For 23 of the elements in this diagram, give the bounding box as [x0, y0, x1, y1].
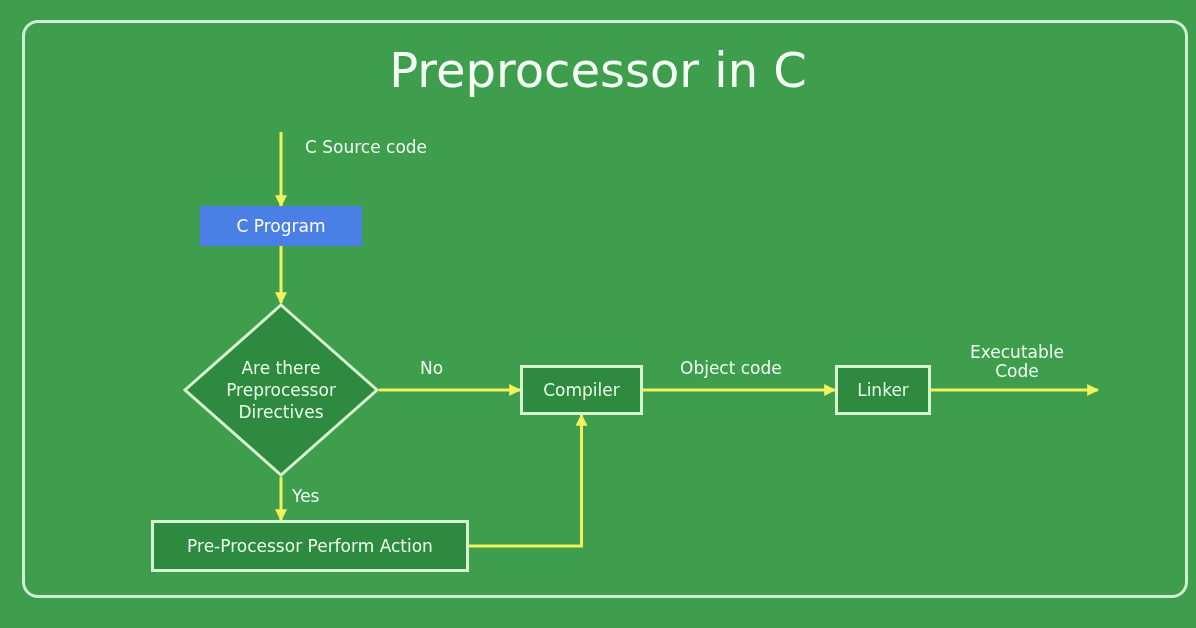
node-label: Compiler	[543, 379, 620, 401]
arrow	[469, 413, 588, 548]
edge-label: Executable Code	[969, 343, 1065, 381]
diagram-title: Preprocessor in C	[388, 41, 808, 100]
arrow	[379, 384, 522, 396]
process-box	[520, 365, 643, 415]
decision-diamond	[183, 303, 379, 477]
node-label: Are there Preprocessor Directives	[225, 357, 337, 423]
arrow	[275, 132, 287, 208]
node-label: C Program	[236, 215, 326, 237]
edge-label: Object code	[680, 359, 782, 378]
process-box	[200, 206, 362, 246]
arrow	[275, 246, 287, 305]
arrow	[643, 384, 837, 396]
edge-label: C Source code	[305, 138, 428, 157]
process-box	[835, 365, 931, 415]
node-label: Pre-Processor Perform Action	[187, 535, 433, 557]
arrow	[931, 384, 1100, 396]
edge-label: No	[420, 359, 444, 378]
node-label: Linker	[857, 379, 909, 401]
arrow	[275, 477, 287, 522]
edge-label: Yes	[292, 487, 320, 506]
process-box	[151, 520, 469, 572]
